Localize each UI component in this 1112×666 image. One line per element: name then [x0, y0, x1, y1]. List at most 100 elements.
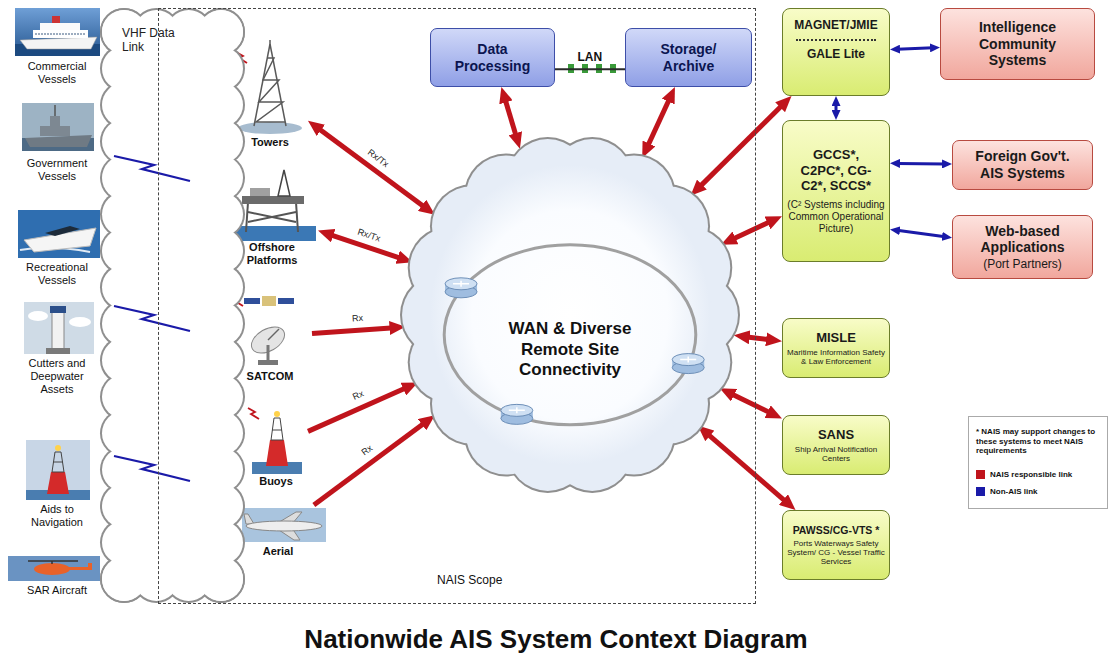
- tower-station: Towers: [232, 36, 308, 149]
- aid-to-navigation-picture: [53, 462, 63, 463]
- commercial-vessel-picture: [35, 34, 86, 35]
- connector-arrow: [897, 162, 945, 166]
- buoy-icon: [271, 418, 283, 440]
- commercial-vessel-picture: [20, 37, 97, 49]
- vessel-caption: SAR Aircraft: [17, 584, 97, 597]
- vhf-cloud-shape: [114, 156, 190, 181]
- recreational-vessel-picture: [18, 210, 100, 258]
- satcom-icon: [262, 296, 276, 306]
- node-text: GALE Lite: [807, 47, 865, 61]
- satcom-icon: [258, 360, 278, 365]
- system-box: MAGNET/JMIEGALE Lite: [782, 8, 890, 96]
- connector-arrow: [698, 104, 783, 188]
- node-text: Data Processing: [443, 41, 543, 75]
- connector-arrow: [745, 337, 771, 340]
- cutter-picture: [28, 311, 48, 321]
- node-text: Ports Waterways Safety System/ CG - Vess…: [786, 539, 886, 567]
- nais-scope-boundary: NAIS ScopeTowersOffshore PlatformsSATCOM…: [158, 8, 756, 604]
- external-system-box: Foreign Gov't. AIS Systems: [952, 140, 1093, 190]
- tower-icon: [236, 40, 302, 134]
- recreational-vessel-picture: [18, 210, 100, 258]
- aerial-icon: [242, 508, 326, 542]
- legend-swatch: [976, 470, 985, 479]
- aid-to-navigation-picture: [52, 452, 64, 472]
- node-text: Aerial: [263, 545, 294, 558]
- node-text: Buoys: [259, 475, 293, 488]
- tower-icon: [269, 40, 271, 44]
- node-text: MISLE: [816, 330, 856, 346]
- sar-aircraft-picture: [34, 563, 70, 575]
- offshore-platform-icon: [250, 188, 270, 196]
- wan-cloud-shape: [402, 139, 738, 491]
- wan-cloud-shape: [430, 165, 710, 465]
- vhf-cloud-shape: [114, 306, 190, 331]
- government-vessel-picture: [40, 126, 70, 136]
- node-text: GCCS*, C2PC*, CG-C2*, SCCS*: [796, 147, 876, 194]
- wan-cloud-shape: [444, 245, 696, 425]
- commercial-vessel-picture: [15, 8, 100, 56]
- wan-cloud-shape: [672, 354, 704, 366]
- wan-cloud-shape: [400, 135, 740, 495]
- buoy-icon: [248, 408, 259, 419]
- wan-cloud-shape: [680, 357, 696, 363]
- connector-arrow: [317, 127, 426, 208]
- cutter-picture: [52, 312, 64, 350]
- vessel-caption: Aids to Navigation: [17, 503, 97, 529]
- offshore-platform-icon: [246, 202, 248, 232]
- external-system-box: Intelligence Community Systems: [940, 8, 1095, 80]
- vhf-data-link-cloud: VHF Data Link: [100, 8, 245, 603]
- system-box: MISLEMaritime Information Safety & Law E…: [782, 318, 890, 378]
- link-label: Rx: [359, 442, 377, 459]
- connector-arrow: [505, 98, 517, 139]
- wan-cloud-shape: [400, 137, 740, 493]
- node-text: (C² Systems including Common Operational…: [786, 199, 886, 235]
- node-text: Offshore Platforms: [237, 241, 307, 267]
- commercial-vessel-picture: [52, 16, 60, 23]
- node-text: Towers: [251, 136, 289, 149]
- offshore-platform-station: Offshore Platforms: [226, 163, 318, 267]
- node-text: Intelligence Community Systems: [963, 19, 1073, 69]
- satcom-station: SATCOM: [228, 290, 312, 383]
- tower-icon: [254, 40, 286, 126]
- offshore-platform-icon: [246, 202, 298, 232]
- vhf-cloud-shape: [124, 32, 221, 579]
- government-vessel-picture: [22, 103, 94, 151]
- storage-archive-box: Storage/ Archive: [625, 28, 752, 87]
- aid-to-navigation-picture: [55, 445, 61, 451]
- connector-arrow: [555, 68, 625, 70]
- sar-aircraft-picture: [8, 556, 100, 581]
- legend-entry: NAIS responsible link: [976, 470, 1100, 479]
- connector-arrow: [835, 103, 838, 113]
- connector-arrow: [308, 387, 408, 431]
- aid-to-navigation-picture: [26, 440, 90, 500]
- buoy-icon: [272, 430, 282, 431]
- footnote-text: * NAIS may support changes to these syst…: [976, 427, 1100, 456]
- government-vessel-picture: [22, 103, 94, 151]
- connector-arrow: [647, 97, 670, 148]
- vessel-caption: Cutters and Deepwater Assets: [17, 357, 97, 397]
- commercial-vessel-picture: [33, 30, 88, 38]
- node-text: Storage/ Archive: [639, 41, 739, 75]
- aid-to-navigation-picture: [26, 440, 90, 500]
- commercial-vessel-picture: [15, 8, 100, 56]
- node-text: (Port Partners): [983, 257, 1062, 271]
- sar-aircraft-picture: [8, 556, 100, 581]
- government-vessel-picture: [50, 116, 60, 126]
- offshore-platform-icon: [278, 170, 290, 196]
- node-text: Ship Arrival Notification Centers: [786, 445, 886, 463]
- legend-text: NAIS responsible link: [990, 470, 1072, 479]
- connector-arrow: [897, 230, 945, 236]
- vessel-caption: Recreational Vessels: [17, 261, 97, 287]
- sar-aircraft-picture: [66, 567, 90, 570]
- offshore-platform-icon: [248, 212, 296, 222]
- wan-cloud-shape: [509, 407, 525, 413]
- legend-entry: Non-AIS link: [976, 487, 1100, 496]
- connector-arrow: [730, 393, 773, 414]
- offshore-platform-icon: [242, 196, 304, 204]
- tower-icon: [256, 58, 285, 122]
- link-label: Rx: [350, 313, 366, 324]
- cutter-picture: [24, 302, 94, 354]
- vhf-cloud-shape: [114, 456, 190, 481]
- data-processing-box: Data Processing: [430, 28, 555, 87]
